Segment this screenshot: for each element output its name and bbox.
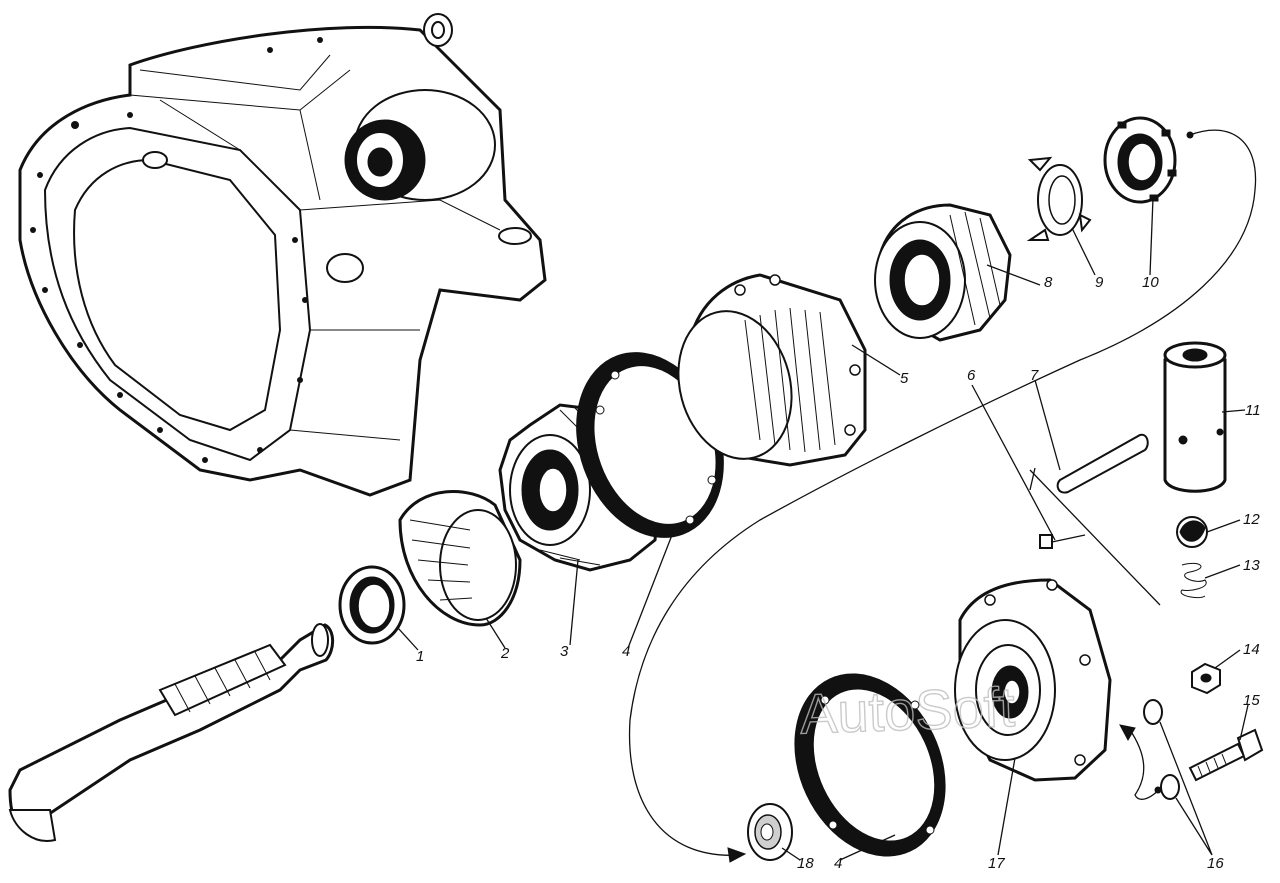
callout-10: 10 bbox=[1142, 274, 1159, 291]
lock-wire-lines bbox=[628, 129, 1257, 863]
watermark-text: AutoSoft bbox=[799, 675, 1016, 745]
gearbox-housing bbox=[18, 13, 547, 497]
callout-12: 12 bbox=[1243, 511, 1260, 528]
part-5-cup-housing bbox=[677, 273, 867, 467]
part-12-ball bbox=[1176, 516, 1208, 548]
callout-6: 6 bbox=[967, 367, 976, 384]
callout-4-upper: 4 bbox=[622, 643, 630, 660]
callout-1: 1 bbox=[416, 648, 424, 665]
leader-lines bbox=[397, 197, 1249, 861]
part-13-spring bbox=[1180, 562, 1207, 599]
callout-17: 17 bbox=[988, 855, 1005, 872]
part-10-round-nut bbox=[1103, 116, 1177, 204]
part-9-lock-washer bbox=[1026, 156, 1092, 241]
callout-5: 5 bbox=[900, 370, 909, 387]
callout-18: 18 bbox=[797, 855, 814, 872]
part-7-pin bbox=[1056, 433, 1149, 494]
callout-15: 15 bbox=[1243, 692, 1260, 709]
callout-2: 2 bbox=[500, 645, 510, 662]
part-16-spring-washers bbox=[1143, 699, 1180, 800]
callout-14: 14 bbox=[1243, 641, 1260, 658]
part-17-flange-cover bbox=[954, 578, 1112, 782]
part-2-cone bbox=[398, 490, 522, 627]
callout-7: 7 bbox=[1030, 367, 1039, 384]
part-8-bearing bbox=[874, 203, 1012, 342]
callout-13: 13 bbox=[1243, 557, 1260, 574]
part-1-ring bbox=[338, 565, 406, 645]
callout-11: 11 bbox=[1245, 402, 1261, 419]
part-11-sleeve bbox=[1163, 341, 1227, 493]
callout-4-lower: 4 bbox=[834, 855, 842, 872]
callout-16: 16 bbox=[1207, 855, 1224, 872]
callout-labels: 1 2 3 4 5 6 7 8 9 10 11 12 13 14 15 16 1… bbox=[416, 274, 1261, 872]
part-15-bolt bbox=[1188, 728, 1264, 782]
output-shaft bbox=[8, 623, 335, 842]
part-4-gasket-lower bbox=[794, 673, 946, 857]
part-18-seal-washer bbox=[747, 803, 793, 861]
callout-3: 3 bbox=[560, 643, 569, 660]
callout-9: 9 bbox=[1095, 274, 1104, 291]
part-14-nut bbox=[1191, 662, 1221, 695]
part-6-rod bbox=[1029, 467, 1161, 606]
callout-8: 8 bbox=[1044, 274, 1053, 291]
